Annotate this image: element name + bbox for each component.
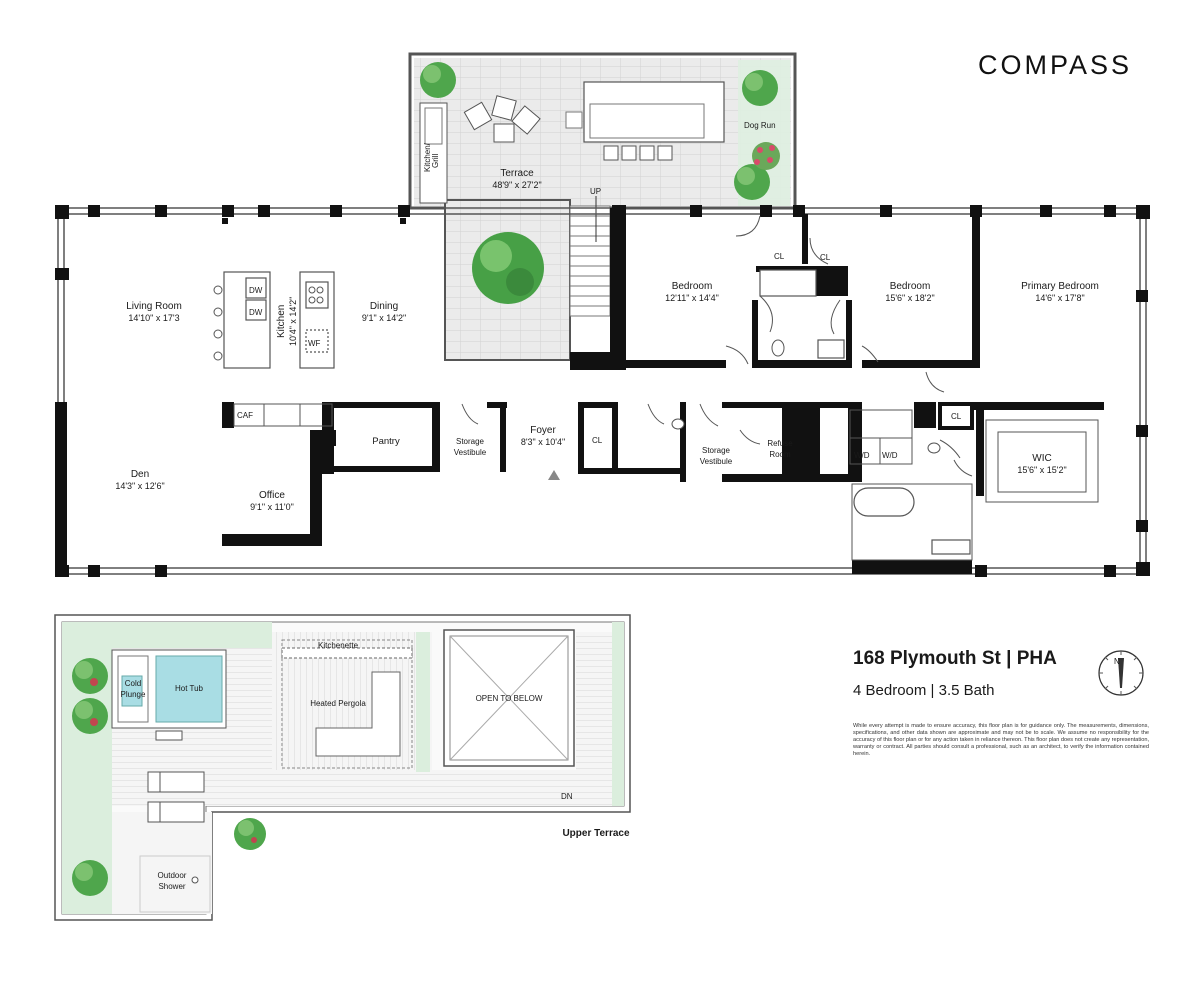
living-room-dims: 14'10" x 17'3	[128, 313, 179, 323]
svg-text:Storage: Storage	[702, 446, 731, 455]
primary-bedroom-dims: 14'6" x 17'8"	[1035, 293, 1084, 303]
den-name: Den	[131, 469, 149, 480]
svg-text:Plunge: Plunge	[121, 690, 146, 699]
tree-icon	[420, 62, 780, 304]
north-arrow-icon: N	[1098, 650, 1144, 696]
tree-icon	[72, 658, 266, 896]
svg-text:CL: CL	[820, 253, 831, 262]
office-name: Office	[259, 490, 285, 501]
terrace-dims: 48'9" x 27'2"	[492, 180, 541, 190]
kitchen-grill-label: Kitchen/	[423, 142, 432, 172]
upper-terrace-label: Upper Terrace	[562, 828, 630, 839]
svg-text:DW: DW	[249, 286, 263, 295]
listing-subtitle: 4 Bedroom | 3.5 Bath	[853, 682, 995, 699]
heated-pergola-label: Heated Pergola	[310, 699, 366, 708]
svg-text:Vestibule: Vestibule	[454, 448, 487, 457]
bedroom-1-name: Bedroom	[672, 281, 713, 292]
living-room-name: Living Room	[126, 301, 182, 312]
office-dims: 9'1" x 11'0"	[250, 502, 294, 512]
pantry-label: Pantry	[372, 436, 400, 447]
svg-text:Shower: Shower	[158, 882, 185, 891]
primary-bedroom-name: Primary Bedroom	[1021, 281, 1099, 292]
kitchen-dims: 10'4" x 14'2"	[288, 297, 298, 346]
svg-text:Cold: Cold	[125, 679, 141, 688]
foyer-name: Foyer	[530, 425, 556, 436]
wic-name: WIC	[1032, 453, 1051, 464]
svg-text:CL: CL	[592, 436, 603, 445]
svg-text:CL: CL	[774, 252, 785, 261]
upper-labels: Cold Plunge Hot Tub Kitchenette Heated P…	[121, 641, 630, 891]
foyer-dims: 8'3" x 10'4"	[521, 437, 565, 447]
den-dims: 14'3" x 12'6"	[115, 481, 164, 491]
dn-label: DN	[561, 792, 573, 801]
hot-tub-label: Hot Tub	[175, 684, 204, 693]
svg-text:DW: DW	[249, 308, 263, 317]
bedroom-2-dims: 15'6" x 18'2"	[885, 293, 934, 303]
svg-text:Grill: Grill	[431, 154, 440, 168]
svg-text:Vestibule: Vestibule	[700, 457, 733, 466]
caf-label: CAF	[237, 411, 253, 420]
svg-text:CL: CL	[951, 412, 962, 421]
dining-name: Dining	[370, 301, 398, 312]
svg-text:Outdoor: Outdoor	[158, 871, 187, 880]
disclaimer-text: While every attempt is made to ensure ac…	[853, 723, 1149, 757]
kitchen-name: Kitchen	[276, 305, 287, 338]
north-label: N	[1114, 657, 1120, 666]
bedroom-1-dims: 12'11" x 14'4"	[665, 293, 719, 303]
terrace	[408, 52, 797, 361]
stairs-up-label: UP	[590, 187, 601, 196]
svg-text:W/D: W/D	[854, 451, 870, 460]
bedroom-2-name: Bedroom	[890, 281, 931, 292]
compass-logo: COMPASS	[978, 50, 1133, 80]
wic-dims: 15'6" x 15'2"	[1017, 465, 1066, 475]
svg-text:W/D: W/D	[882, 451, 898, 460]
room-labels: Kitchen/ Grill Dog Run Terrace 48'9" x 2…	[115, 121, 1099, 512]
svg-text:Refuse: Refuse	[767, 439, 793, 448]
svg-text:Storage: Storage	[456, 437, 485, 446]
open-to-below-label: OPEN TO BELOW	[476, 694, 543, 703]
listing-title: 168 Plymouth St | PHA	[853, 648, 1057, 669]
dining-dims: 9'1" x 14'2"	[362, 313, 406, 323]
svg-text:Room: Room	[769, 450, 791, 459]
terrace-name: Terrace	[500, 168, 534, 179]
upper-terrace	[54, 614, 631, 921]
main-floor-walls	[55, 205, 1150, 577]
svg-text:WF: WF	[308, 339, 321, 348]
dog-run-label: Dog Run	[744, 121, 776, 130]
kitchenette-label: Kitchenette	[318, 641, 359, 650]
